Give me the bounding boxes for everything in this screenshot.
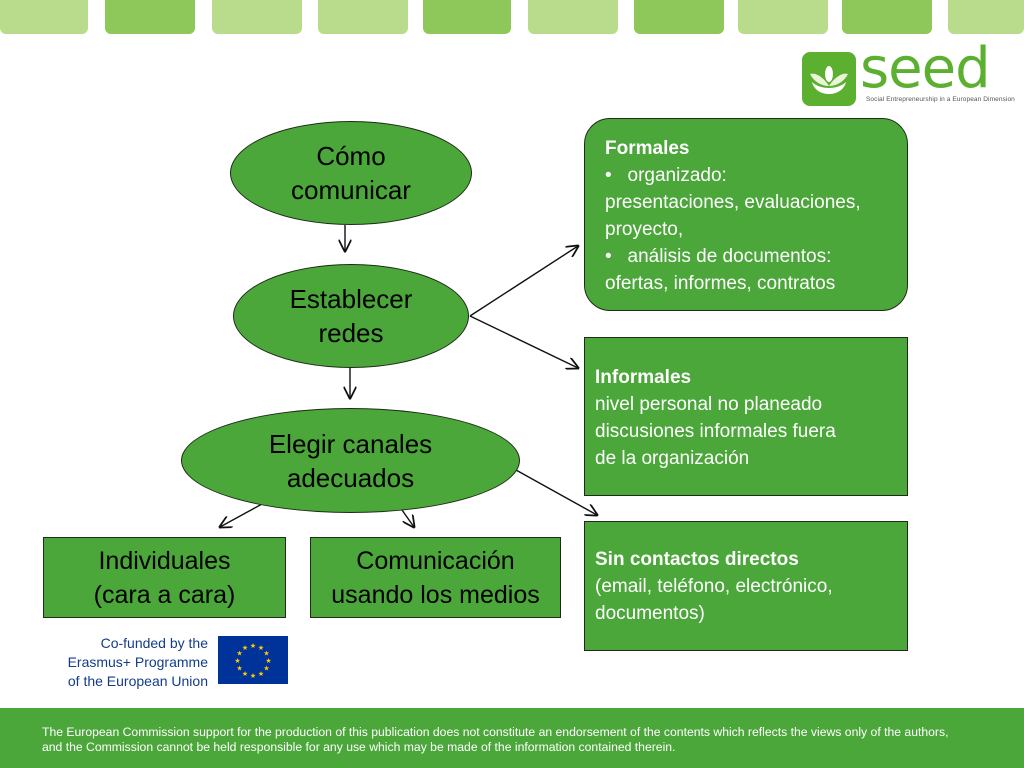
seed-sprout-icon — [802, 52, 856, 106]
svg-text:★: ★ — [265, 657, 271, 665]
arrow-elegir-to-comunicacion — [401, 509, 414, 527]
svg-text:★: ★ — [242, 644, 248, 652]
header-tab — [842, 0, 932, 34]
node-label: Establecer — [289, 284, 413, 314]
box-line: presentaciones, evaluaciones, — [605, 192, 861, 213]
logo-subtitle: Social Entrepreneurship in a European Di… — [866, 96, 1015, 103]
svg-text:★: ★ — [234, 657, 240, 665]
svg-text:★: ★ — [258, 644, 264, 652]
box-line: discusiones informales fuera — [595, 421, 836, 442]
header-tab — [423, 0, 511, 34]
erasmus-line: of the European Union — [67, 673, 208, 689]
box-line: ofertas, informes, contratos — [605, 273, 836, 294]
header-tab — [318, 0, 408, 34]
node-comunicacion-medios: Comunicación usando los medios — [310, 537, 561, 618]
svg-text:★: ★ — [236, 665, 242, 673]
box-informales: Informales nivel personal no planeado di… — [584, 337, 908, 496]
box-bullet-line: • organizado: — [605, 162, 907, 189]
box-heading: Formales — [605, 138, 690, 159]
erasmus-line: Erasmus+ Programme — [67, 654, 208, 670]
box-heading: Sin contactos directos — [595, 549, 799, 570]
node-label: Comunicación — [356, 546, 515, 575]
erasmus-line: Co-funded by the — [100, 635, 208, 651]
header-tab — [212, 0, 302, 34]
box-line: de la organización — [595, 448, 750, 469]
seed-logo: seed Social Entrepreneurship in a Europe… — [800, 36, 1015, 110]
box-line: (email, teléfono, electrónico, — [595, 576, 833, 597]
footer-disclaimer: The European Commission support for the … — [42, 725, 949, 754]
node-individuales: Individuales (cara a cara) — [43, 537, 286, 618]
header-tab — [105, 0, 195, 34]
svg-text:★: ★ — [236, 650, 242, 658]
arrow-establecer-to-formales — [469, 246, 578, 317]
svg-text:★: ★ — [263, 665, 269, 673]
box-sin-contactos: Sin contactos directos (email, teléfono,… — [584, 521, 908, 651]
node-como-comunicar: Cómo comunicar — [230, 121, 472, 225]
header-tab — [738, 0, 828, 34]
bullet-glyph: • — [605, 165, 612, 186]
arrow-establecer-to-informales — [469, 315, 578, 368]
node-label: Individuales — [98, 546, 231, 575]
header-tabs — [0, 0, 1024, 36]
footer-bar: The European Commission support for the … — [0, 708, 1024, 768]
node-label: comunicar — [291, 175, 411, 205]
node-label: redes — [318, 318, 384, 348]
box-line: análisis de documentos: — [627, 246, 832, 267]
erasmus-cofunded-text: Co-funded by the Erasmus+ Programme of t… — [48, 634, 208, 691]
bullet-glyph: • — [605, 246, 612, 267]
arrow-elegir-to-individuales — [220, 503, 263, 527]
svg-text:★: ★ — [242, 670, 248, 678]
svg-text:★: ★ — [250, 672, 256, 680]
node-label: (cara a cara) — [93, 580, 236, 609]
node-label: usando los medios — [331, 580, 540, 609]
box-line: documentos) — [595, 603, 705, 624]
node-label: adecuados — [286, 462, 415, 493]
box-bullet-line: • análisis de documentos: — [605, 243, 907, 270]
box-line: proyecto, — [605, 219, 684, 240]
header-tab — [634, 0, 724, 34]
box-formales: Formales • organizado: presentaciones, e… — [584, 118, 908, 311]
header-tab — [528, 0, 618, 34]
node-establecer-redes: Establecer redes — [233, 264, 469, 368]
box-line: organizado: — [627, 165, 727, 186]
svg-text:★: ★ — [258, 670, 264, 678]
box-line: nivel personal no planeado — [595, 394, 823, 415]
header-tab — [948, 0, 1024, 34]
node-label: Cómo — [316, 141, 386, 171]
logo-wordmark: seed — [860, 36, 991, 101]
node-label: Elegir canales — [268, 428, 433, 459]
eu-flag-icon: ★★★ ★★★ ★★★ ★★★ — [218, 636, 288, 684]
arrow-elegir-to-sin-contactos — [515, 469, 597, 515]
box-heading: Informales — [595, 367, 692, 388]
svg-text:★: ★ — [250, 642, 256, 650]
svg-text:★: ★ — [263, 650, 269, 658]
header-tab — [0, 0, 88, 34]
